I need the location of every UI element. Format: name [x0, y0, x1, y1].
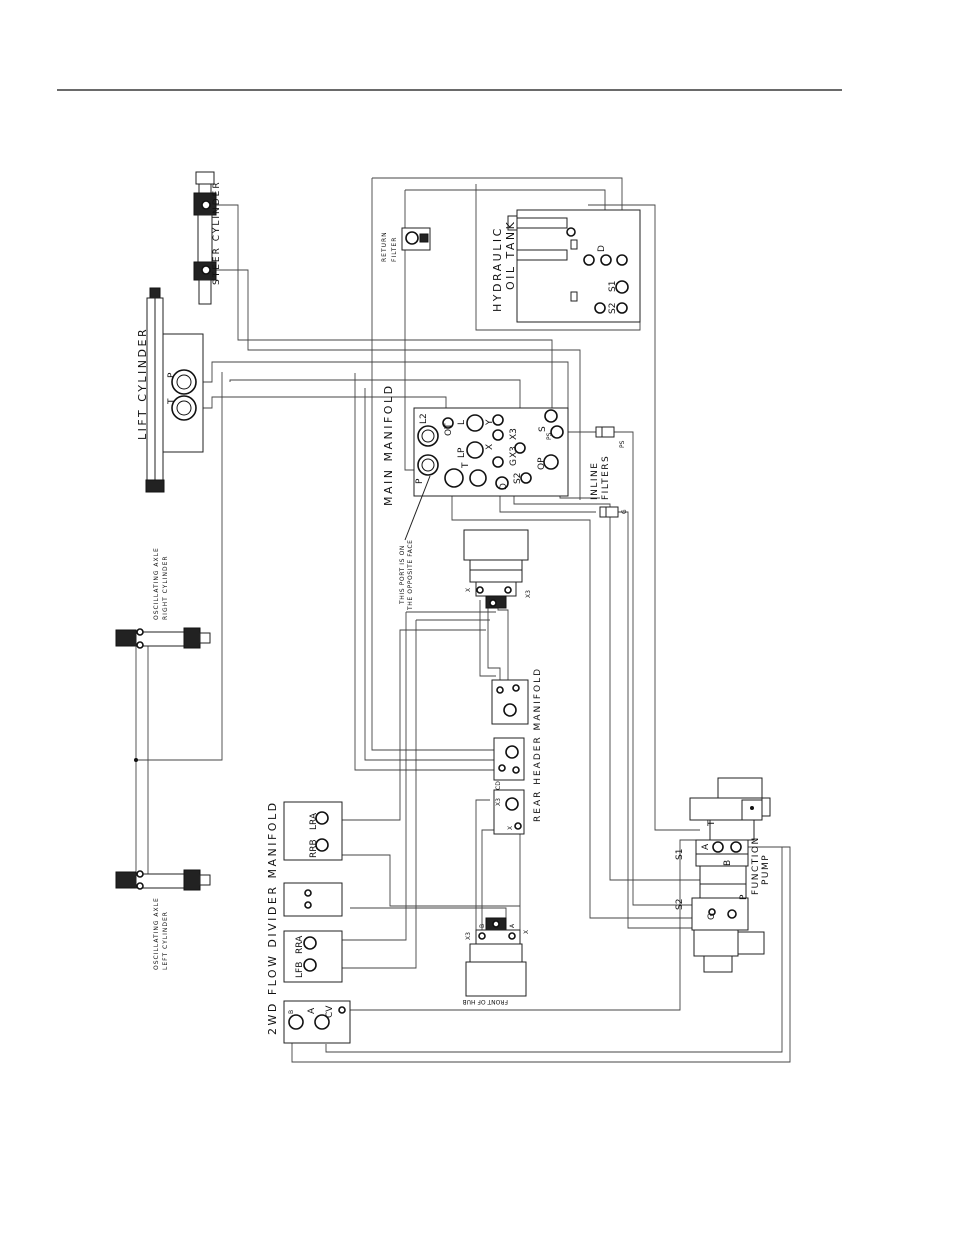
function-pump-line2: PUMP: [761, 854, 771, 885]
motor-bot-b-label: B: [479, 924, 486, 928]
front-of-hub-label: FRONT OF HUB: [462, 998, 508, 1005]
flow-divider-manifold: [283, 801, 351, 1044]
mm-port-x3b: X3: [509, 446, 519, 458]
mm-port-p: P: [415, 478, 425, 484]
mm-port-y: Y: [485, 419, 495, 426]
mm-port-s2: S2: [513, 473, 523, 484]
fd-b-label: B: [288, 1010, 295, 1014]
osc-axle-right-line1: OSCILLATING AXLE: [153, 547, 160, 620]
return-filter-line1: RETURN: [381, 231, 388, 262]
fd-rrb-label: RRB: [309, 839, 319, 858]
flow-divider-label: 2WD FLOW DIVIDER MANIFOLD: [266, 800, 279, 1035]
mm-port-l: L: [457, 420, 467, 425]
inline-filters-line2: FILTERS: [601, 455, 611, 500]
motor-bot-x-label: X: [523, 930, 530, 934]
motor-bot-x3-label: X3: [465, 932, 472, 940]
motor-bot-a-label: A: [509, 923, 516, 928]
mm-port-t: T: [461, 462, 471, 469]
tank-port-s2-label: S2: [608, 303, 618, 314]
mm-port-g: G: [509, 459, 519, 466]
motor-top-x-label: X: [465, 588, 472, 592]
function-pump: [689, 777, 771, 973]
main-manifold-label: MAIN MANIFOLD: [382, 383, 395, 506]
function-pump-line1: FUNCTION: [751, 836, 761, 895]
oscillating-axle-left-cylinder: [115, 869, 211, 891]
tank-label-line1: HYDRAULIC: [491, 226, 504, 312]
pump-s1-label: S1: [675, 849, 685, 860]
mm-port-lp: LP: [457, 447, 467, 458]
osc-axle-left-line1: OSCILLATING AXLE: [153, 897, 160, 970]
pump-t-label: T: [707, 820, 717, 827]
steer-cylinder: [193, 171, 217, 305]
inline-filters-line1: INLINE: [590, 462, 600, 500]
rear-header-lower-block: [493, 789, 525, 835]
return-filter: [401, 227, 431, 251]
rhm-x-label: X: [507, 826, 514, 830]
mm-port-l2: L2: [419, 413, 429, 424]
rhm-cd-label: CD: [495, 781, 502, 790]
return-filter-line2: FILTER: [391, 237, 398, 262]
hose-lines: [135, 177, 791, 1063]
oscillating-axle-right-cylinder: [115, 627, 211, 649]
mm-port-ps: PS: [546, 432, 553, 440]
steer-cylinder-label: STEER CYLINDER: [212, 180, 222, 285]
tank-label-line2: OIL TANK: [504, 220, 517, 290]
tank-port-d-label: D: [597, 245, 607, 252]
filter-g-label: G: [621, 509, 628, 514]
rear-header-manifold: [493, 737, 525, 781]
mm-port-x: X: [485, 444, 495, 450]
port-note-line2: THE OPPOSITE FACE: [407, 539, 414, 611]
rear-header-manifold-label: REAR HEADER MANIFOLD: [533, 667, 543, 822]
rhm-x3-label: X3: [495, 798, 502, 806]
lift-cylinder: [145, 287, 204, 493]
fd-lfb-label: LFB: [295, 962, 305, 978]
inline-filters: [595, 426, 619, 518]
pump-b-label: B: [723, 860, 733, 866]
motor-manifold-small: [491, 679, 529, 725]
main-manifold: [413, 407, 569, 497]
fd-lra-label: LRA: [309, 812, 319, 830]
osc-axle-left-line2: LEFT CYLINDER: [162, 911, 169, 970]
port-note-line1: THIS PORT IS ON: [399, 545, 406, 605]
mm-port-op: OP: [537, 457, 547, 470]
lift-port-t-label: T: [167, 398, 177, 405]
drive-motor-top: [463, 529, 529, 609]
fd-rra-label: RRA: [295, 935, 305, 954]
fd-a-label: A: [307, 1007, 317, 1014]
tank-port-s1-label: S1: [608, 281, 618, 292]
mm-port-x3a: X3: [509, 428, 519, 440]
lift-port-p-label: P: [167, 372, 177, 378]
port-note-leader: [404, 475, 431, 541]
pump-s2-label: S2: [675, 899, 685, 910]
pump-a-label: A: [701, 843, 711, 850]
mm-port-s: S: [538, 426, 548, 432]
mm-port-ot: OT: [444, 423, 454, 436]
lift-cylinder-label: LIFT CYLINDER: [136, 327, 149, 440]
osc-axle-right-line2: RIGHT CYLINDER: [162, 555, 169, 620]
motor-top-x3-label: X3: [525, 590, 532, 598]
pump-p-label: P: [739, 894, 749, 900]
junction-dot: [134, 758, 138, 762]
fd-cv-label: CV: [325, 1005, 335, 1018]
drive-motor-bottom: [465, 917, 527, 997]
pump-g-label: G: [707, 913, 717, 920]
hydraulic-oil-tank: [507, 209, 641, 323]
filter-ps-label: PS: [619, 440, 626, 448]
mm-port-d: D: [499, 483, 509, 490]
